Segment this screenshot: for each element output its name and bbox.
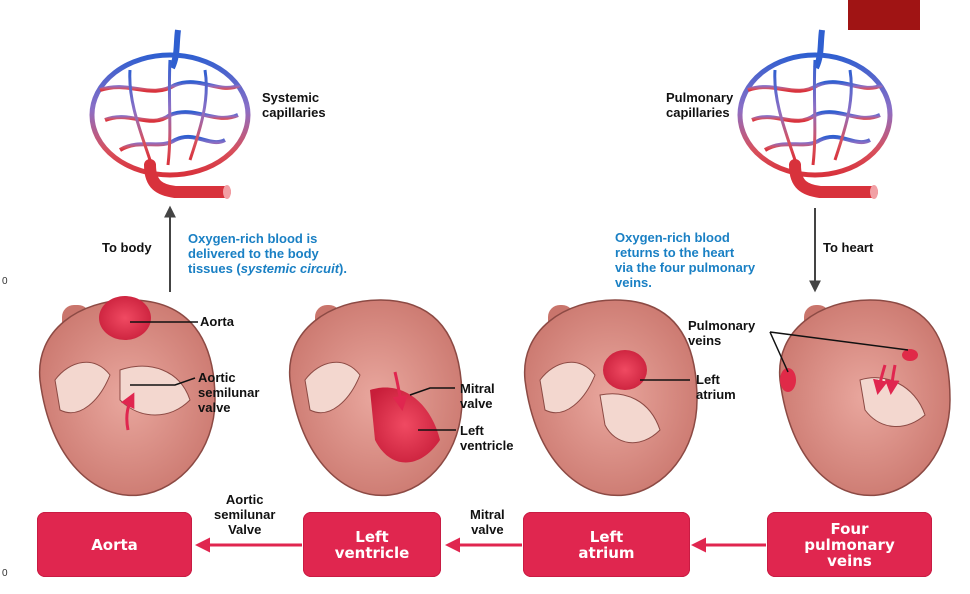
pulmonary-veins-label: Pulmonary veins [688,318,756,348]
flow-box-aorta: Aorta [37,512,192,577]
flow-box-four-pulmonary-veins: Four pulmonary veins [767,512,932,577]
flow-box-left-ventricle: Left ventricle [303,512,441,577]
systemic-caption-italic: systemic circuit [240,261,340,276]
mitral-valve-flow-label: Mitral valve [470,507,505,537]
leader-aortic-valve [130,377,196,386]
edge-tick-bottom: 0 [2,568,8,579]
pulmonary-capillary-bed [737,29,893,199]
mitral-valve-label: Mitral valve [460,381,495,411]
systemic-circuit-caption: Oxygen-rich blood is delivered to the bo… [188,231,388,276]
left-ventricle-label: Left ventricle [460,423,514,453]
to-heart-label: To heart [823,240,874,255]
pulmonary-return-caption: Oxygen-rich blood returns to the heart v… [615,230,756,290]
heart-illustration-aorta [38,296,216,497]
aortic-semilunar-valve-flow-label: Aortic semilunar Valve [214,492,276,537]
left-atrium-label: Left atrium [696,372,736,402]
systemic-caption-line2: delivered to the body [188,246,319,261]
aorta-label: Aorta [200,314,234,329]
heart-illustration-pulmonary-veins [778,299,951,497]
leader-pulmonary-veins-1 [769,331,789,373]
aortic-semilunar-valve-label: Aortic semilunar valve [198,370,260,415]
corner-accent [848,0,920,30]
leader-pulmonary-veins-2 [769,331,909,351]
systemic-capillary-bed [89,29,251,199]
systemic-caption-line3-pre: tissues ( [188,261,241,276]
systemic-capillaries-label: Systemic capillaries [262,90,326,120]
to-body-label: To body [102,240,152,255]
systemic-caption-line3-post: ). [339,261,347,276]
flow-box-left-atrium: Left atrium [523,512,690,577]
heart-illustration-left-ventricle [288,299,463,497]
pulmonary-capillaries-label: Pulmonary capillaries [666,90,734,120]
heart-illustration-left-atrium [523,299,698,497]
edge-tick-top: 0 [2,276,8,287]
systemic-caption-line1: Oxygen-rich blood is [188,231,318,246]
leader-mitral-valve [409,387,455,396]
